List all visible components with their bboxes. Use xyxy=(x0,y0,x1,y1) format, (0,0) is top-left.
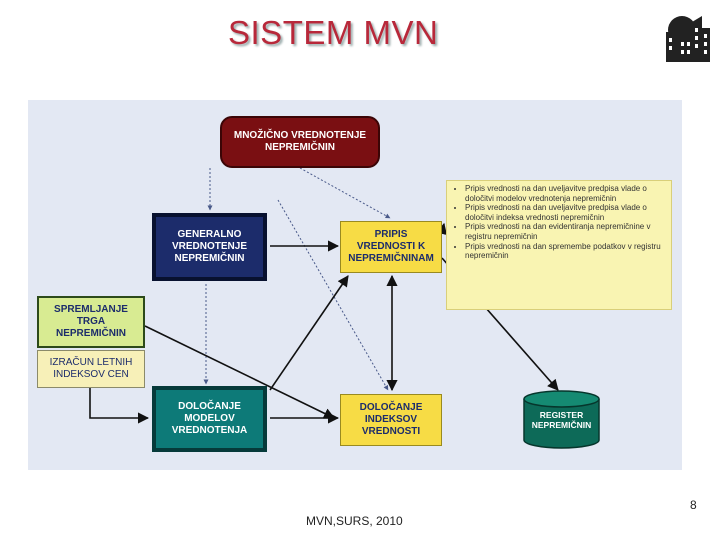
node-dolocanje-modelov: DOLOČANJE MODELOV VREDNOTENJA xyxy=(152,386,267,452)
arrow-modelov-pripis xyxy=(269,275,349,391)
page-number: 8 xyxy=(690,498,697,512)
register-database-icon xyxy=(523,390,600,449)
node-mnozicno-vrednotenje: MNOŽIČNO VREDNOTENJE NEPREMIČNIN xyxy=(220,116,380,168)
buildings-logo-icon xyxy=(666,16,710,62)
node-spremljanje-trga: SPREMLJANJE TRGA NEPREMIČNIN xyxy=(37,296,145,348)
node-dolocanje-indeksov: DOLOČANJE INDEKSOV VREDNOSTI xyxy=(340,394,442,446)
arrow-izracun-modelov xyxy=(89,388,150,424)
slide-title: SISTEM MVN xyxy=(228,14,439,51)
link-pripis-indeksov xyxy=(277,199,389,391)
node-generalno-vrednotenje: GENERALNO VREDNOTENJE NEPREMIČNIN xyxy=(152,213,267,281)
arrow-pripis-bullets xyxy=(436,222,447,236)
bullet-item: Pripis vrednosti na dan uveljavitve pred… xyxy=(465,184,667,203)
arrow-sprem-indeksov xyxy=(144,325,336,419)
link-top-pripis xyxy=(299,167,391,219)
node-izracun-indeksov: IZRAČUN LETNIH INDEKSOV CEN xyxy=(37,350,145,388)
bullet-item: Pripis vrednosti na dan evidentiranja ne… xyxy=(465,222,667,241)
slide-footer: MVN,SURS, 2010 xyxy=(306,514,403,528)
bullet-item: Pripis vrednosti na dan uveljavitve pred… xyxy=(465,203,667,222)
bullet-item: Pripis vrednosti na dan spremembe podatk… xyxy=(465,242,667,261)
pripis-bullet-list: Pripis vrednosti na dan uveljavitve pred… xyxy=(446,180,672,310)
node-register-nepremicnin: REGISTER NEPREMIČNIN xyxy=(531,410,592,430)
node-pripis-vrednosti: PRIPIS VREDNOSTI K NEPREMIČNINAM xyxy=(340,221,442,273)
